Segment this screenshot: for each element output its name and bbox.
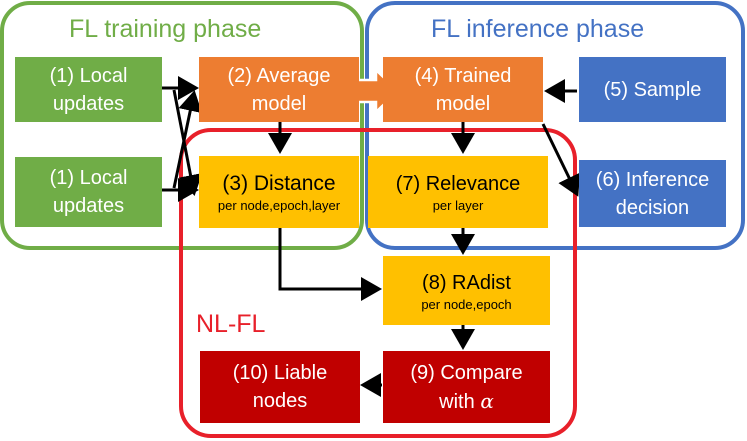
- node-sublabel: per layer: [432, 198, 484, 213]
- inference-phase-title: FL inference phase: [431, 15, 645, 43]
- node-inference-decision: (6) Inference decision: [579, 160, 726, 227]
- alpha-symbol: α: [480, 388, 494, 413]
- node-local-updates-1: (1) Local updates: [15, 57, 162, 122]
- node-label: model: [435, 92, 491, 115]
- node-average-model: (2) Average model: [199, 57, 359, 122]
- node-label: (7) Relevance: [395, 173, 521, 195]
- node-label: (4) Trained: [414, 64, 512, 87]
- node-label: with: [439, 390, 475, 413]
- node-label: (1) Local: [49, 64, 128, 87]
- nlfl-title: NL-FL: [196, 310, 266, 338]
- node-sample: (5) Sample: [579, 57, 726, 122]
- node-relevance: (7) Relevance per layer: [368, 156, 548, 228]
- nlfl-region: [179, 128, 577, 438]
- node-label: updates: [52, 195, 125, 217]
- node-label-row: with α: [439, 387, 494, 416]
- node-compare: (9) Compare with α: [383, 351, 550, 423]
- node-label: (6) Inference: [595, 168, 710, 191]
- node-sublabel: per node,epoch,layer: [217, 198, 341, 213]
- arrow-distance-to-radist: [278, 228, 382, 301]
- node-label: decision: [615, 196, 690, 219]
- node-label: nodes: [252, 390, 308, 412]
- arrow-trained-to-inference: [541, 123, 580, 197]
- training-phase-title: FL training phase: [69, 15, 262, 43]
- node-label: (9) Compare: [410, 361, 523, 384]
- node-label: (8) RAdist: [422, 271, 511, 294]
- node-trained-model: (4) Trained model: [383, 57, 543, 122]
- node-sublabel: per node,epoch: [421, 296, 512, 312]
- node-label: (1) Local: [49, 167, 128, 189]
- node-local-updates-2: (1) Local updates: [15, 157, 162, 227]
- node-label: updates: [52, 92, 125, 115]
- node-label: (3) Distance: [222, 172, 336, 195]
- inference-phase-region: [365, 1, 745, 250]
- node-label: (5) Sample: [603, 78, 702, 101]
- node-liable-nodes: (10) Liable nodes: [200, 351, 360, 423]
- arrow-local2-to-average: [172, 90, 203, 189]
- node-distance: (3) Distance per node,epoch,layer: [199, 156, 359, 228]
- node-label: (10) Liable: [232, 362, 328, 384]
- node-radist: (8) RAdist per node,epoch: [383, 256, 550, 325]
- node-label: model: [251, 92, 307, 115]
- node-label: (2) Average: [227, 64, 331, 87]
